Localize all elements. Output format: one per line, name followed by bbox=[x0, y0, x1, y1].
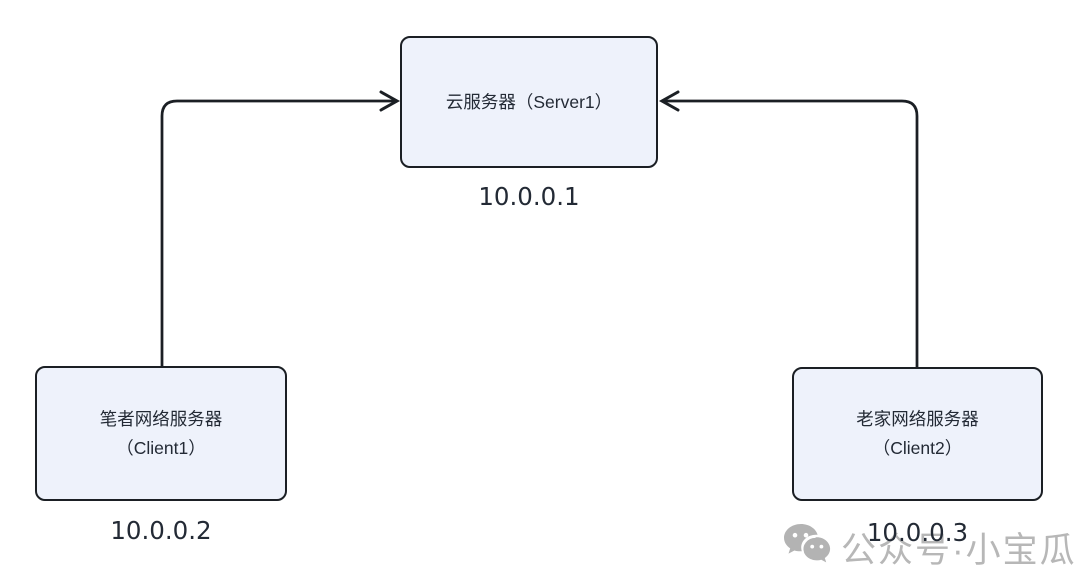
node-server1: 云服务器（Server1） bbox=[400, 36, 658, 168]
node-client2: 老家网络服务器 （Client2） bbox=[792, 367, 1043, 501]
connector-client1-to-server bbox=[160, 99, 396, 369]
arrowhead-left-icon bbox=[658, 90, 680, 112]
ip-label-client1: 10.0.0.2 bbox=[110, 516, 212, 545]
node-label: 老家网络服务器 bbox=[856, 409, 979, 430]
node-sublabel: （Client2） bbox=[872, 438, 963, 458]
arrowhead-right-icon bbox=[379, 90, 401, 112]
ip-label-server1: 10.0.0.1 bbox=[478, 182, 580, 211]
node-client1: 笔者网络服务器 （Client1） bbox=[35, 366, 287, 501]
connector-client2-to-server bbox=[663, 99, 919, 370]
node-label: 云服务器（Server1） bbox=[445, 91, 613, 112]
ip-label-client2: 10.0.0.3 bbox=[866, 518, 969, 547]
node-label: 笔者网络服务器 bbox=[99, 408, 223, 429]
node-sublabel: （Client1） bbox=[116, 437, 206, 458]
